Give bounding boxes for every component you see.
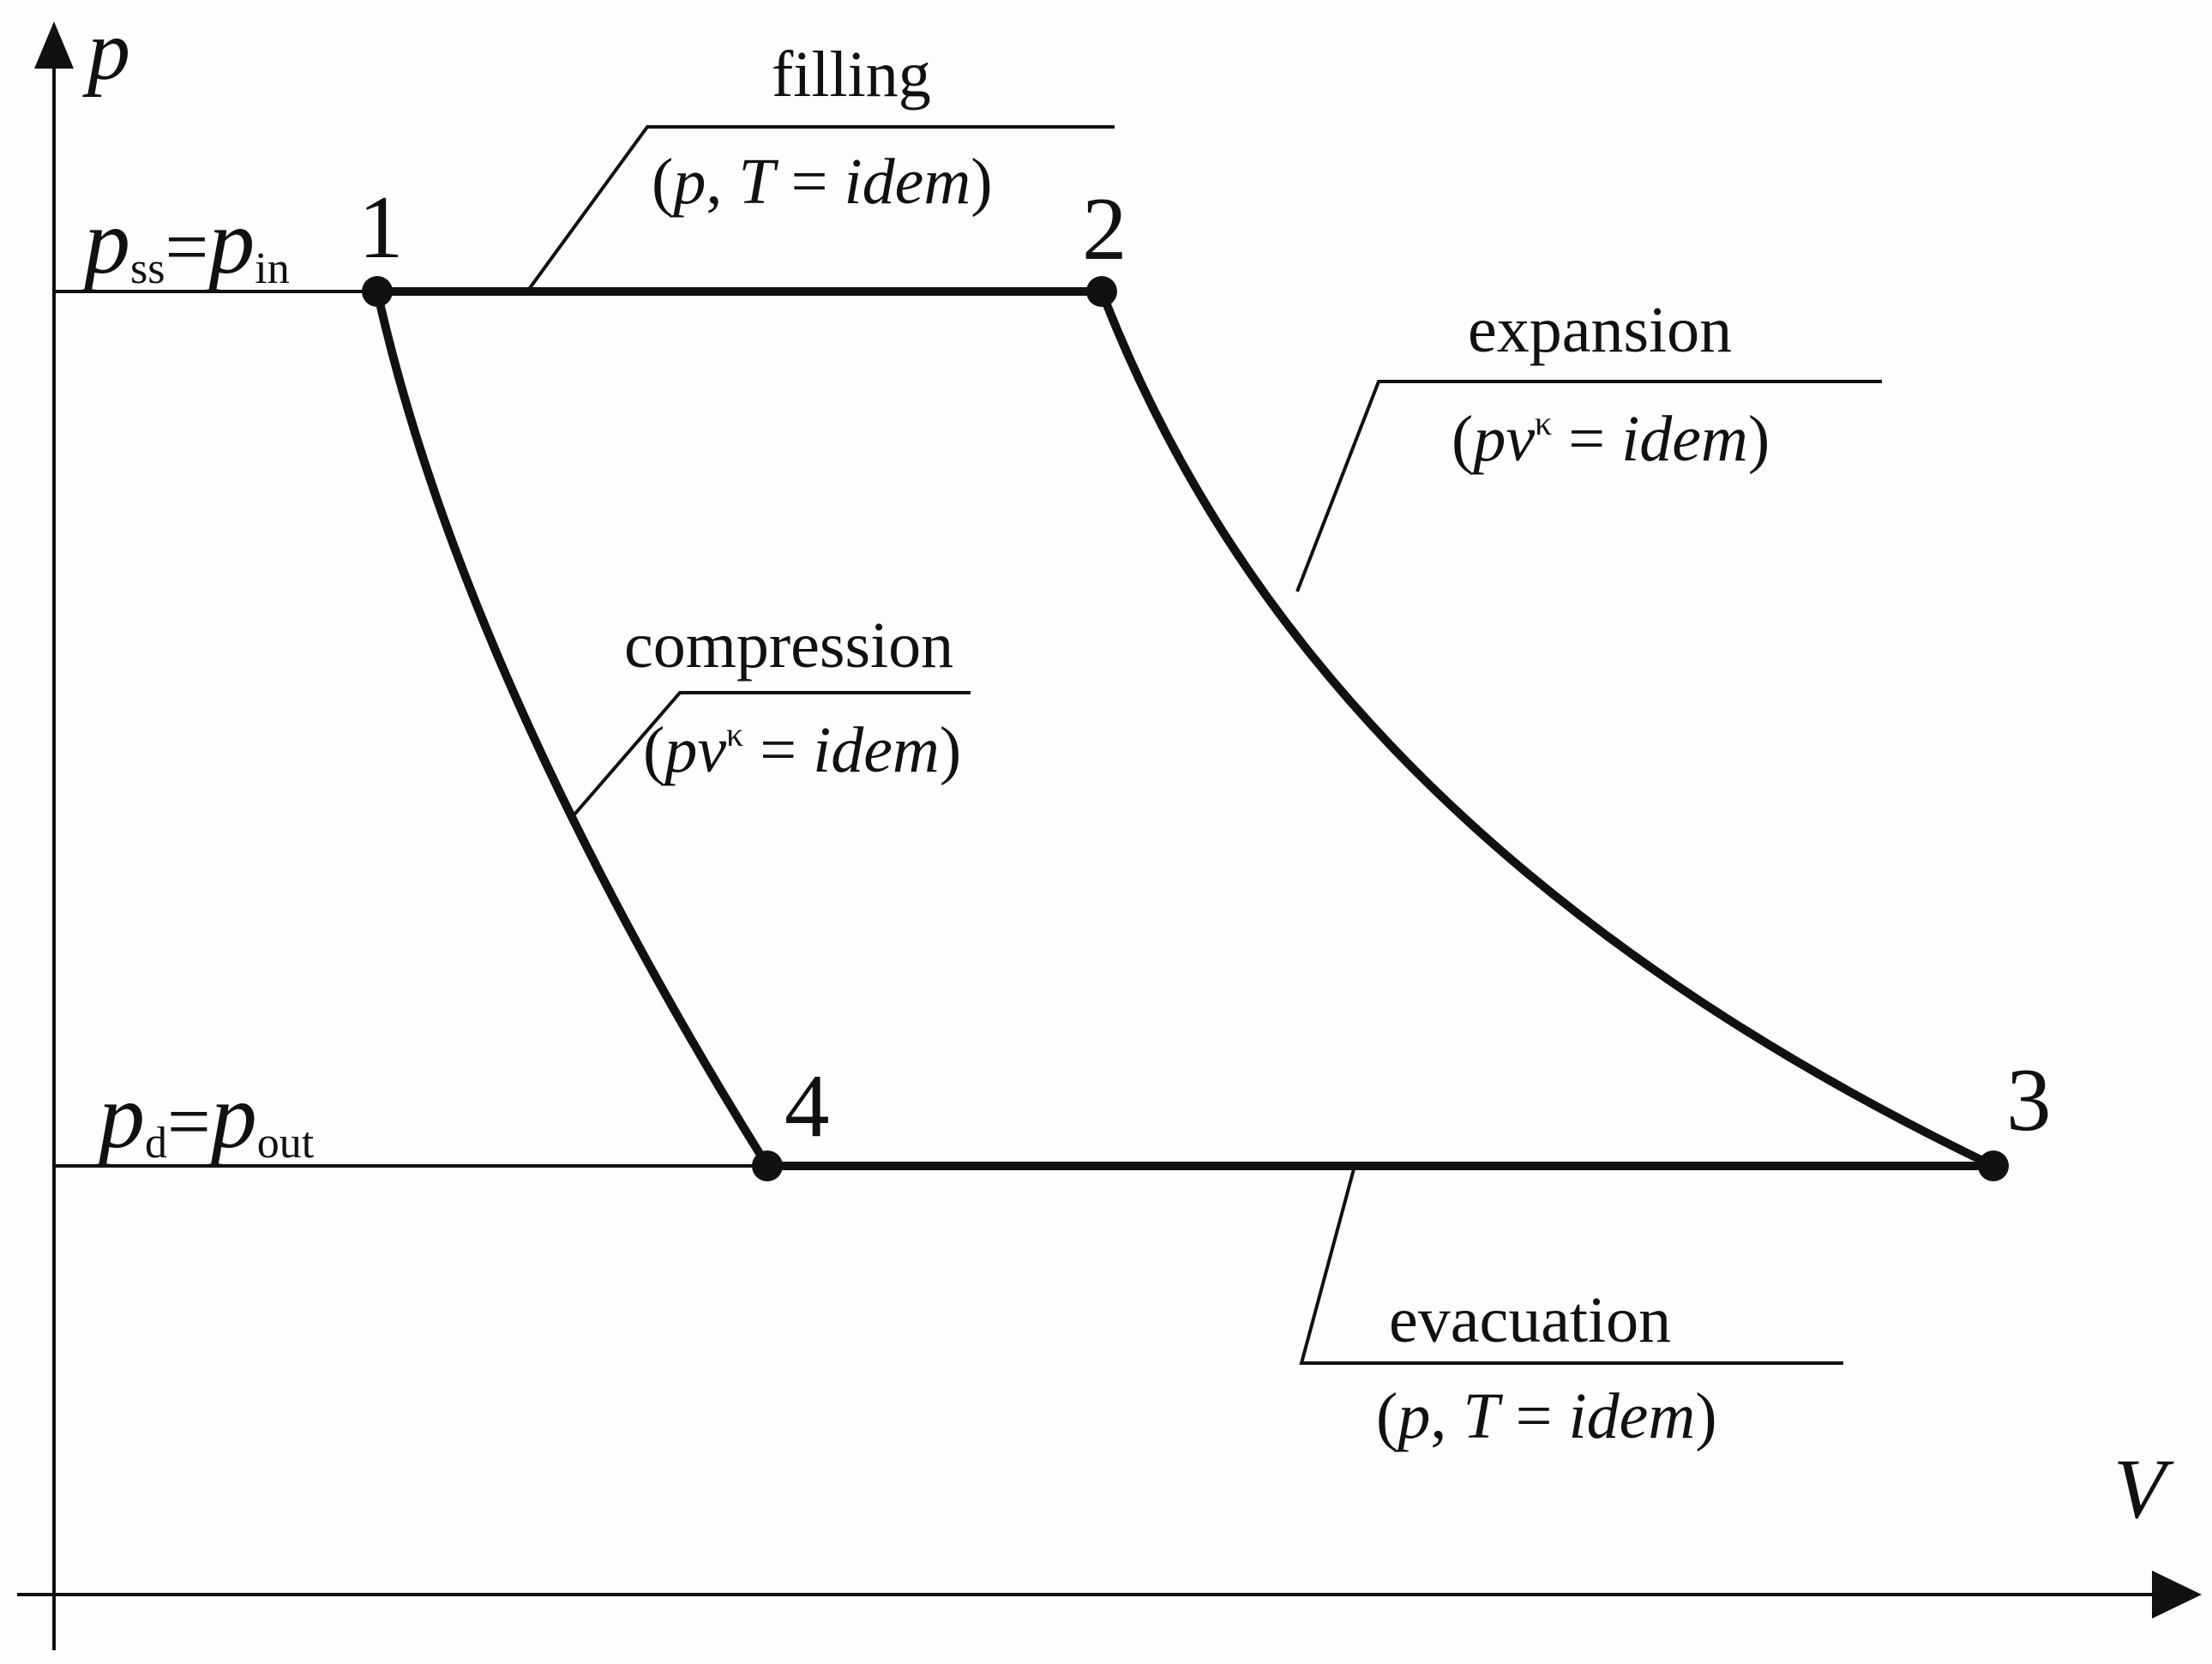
y-axis-arrow	[34, 21, 74, 69]
compression-leader	[573, 691, 971, 816]
filling-name: filling	[772, 39, 931, 111]
state-point-2	[1086, 276, 1117, 307]
evacuation-condition: (p, T = idem)	[1376, 1380, 1717, 1452]
filling-condition: (p, T = idem)	[652, 146, 993, 218]
upper-pressure-label: pss=pin	[78, 191, 290, 293]
state-point-3-label: 3	[2006, 1049, 2052, 1150]
filling-leader	[526, 125, 1115, 293]
y-axis-label: p	[82, 3, 130, 98]
state-point-4-label: 4	[784, 1055, 830, 1156]
compression-name: compression	[624, 610, 953, 682]
expansion-process-curve	[1097, 287, 1998, 1170]
state-point-2-label: 2	[1082, 178, 1127, 279]
state-point-4	[752, 1150, 783, 1181]
state-point-1-label: 1	[358, 177, 404, 277]
state-point-1	[362, 276, 393, 307]
compression-condition: (pvκ = idem)	[643, 714, 961, 786]
x-axis-arrow	[2152, 1571, 2202, 1619]
expansion-condition: (pvκ = idem)	[1452, 403, 1770, 475]
x-axis-label: V	[2113, 1441, 2174, 1536]
expansion-name: expansion	[1468, 294, 1732, 366]
state-point-3	[1978, 1150, 2009, 1181]
expansion-leader	[1295, 380, 1882, 592]
evacuation-leader	[1299, 1165, 1843, 1365]
evacuation-name: evacuation	[1389, 1284, 1671, 1356]
lower-pressure-label: pd=pout	[93, 1066, 315, 1168]
compression-process-curve	[373, 287, 772, 1170]
